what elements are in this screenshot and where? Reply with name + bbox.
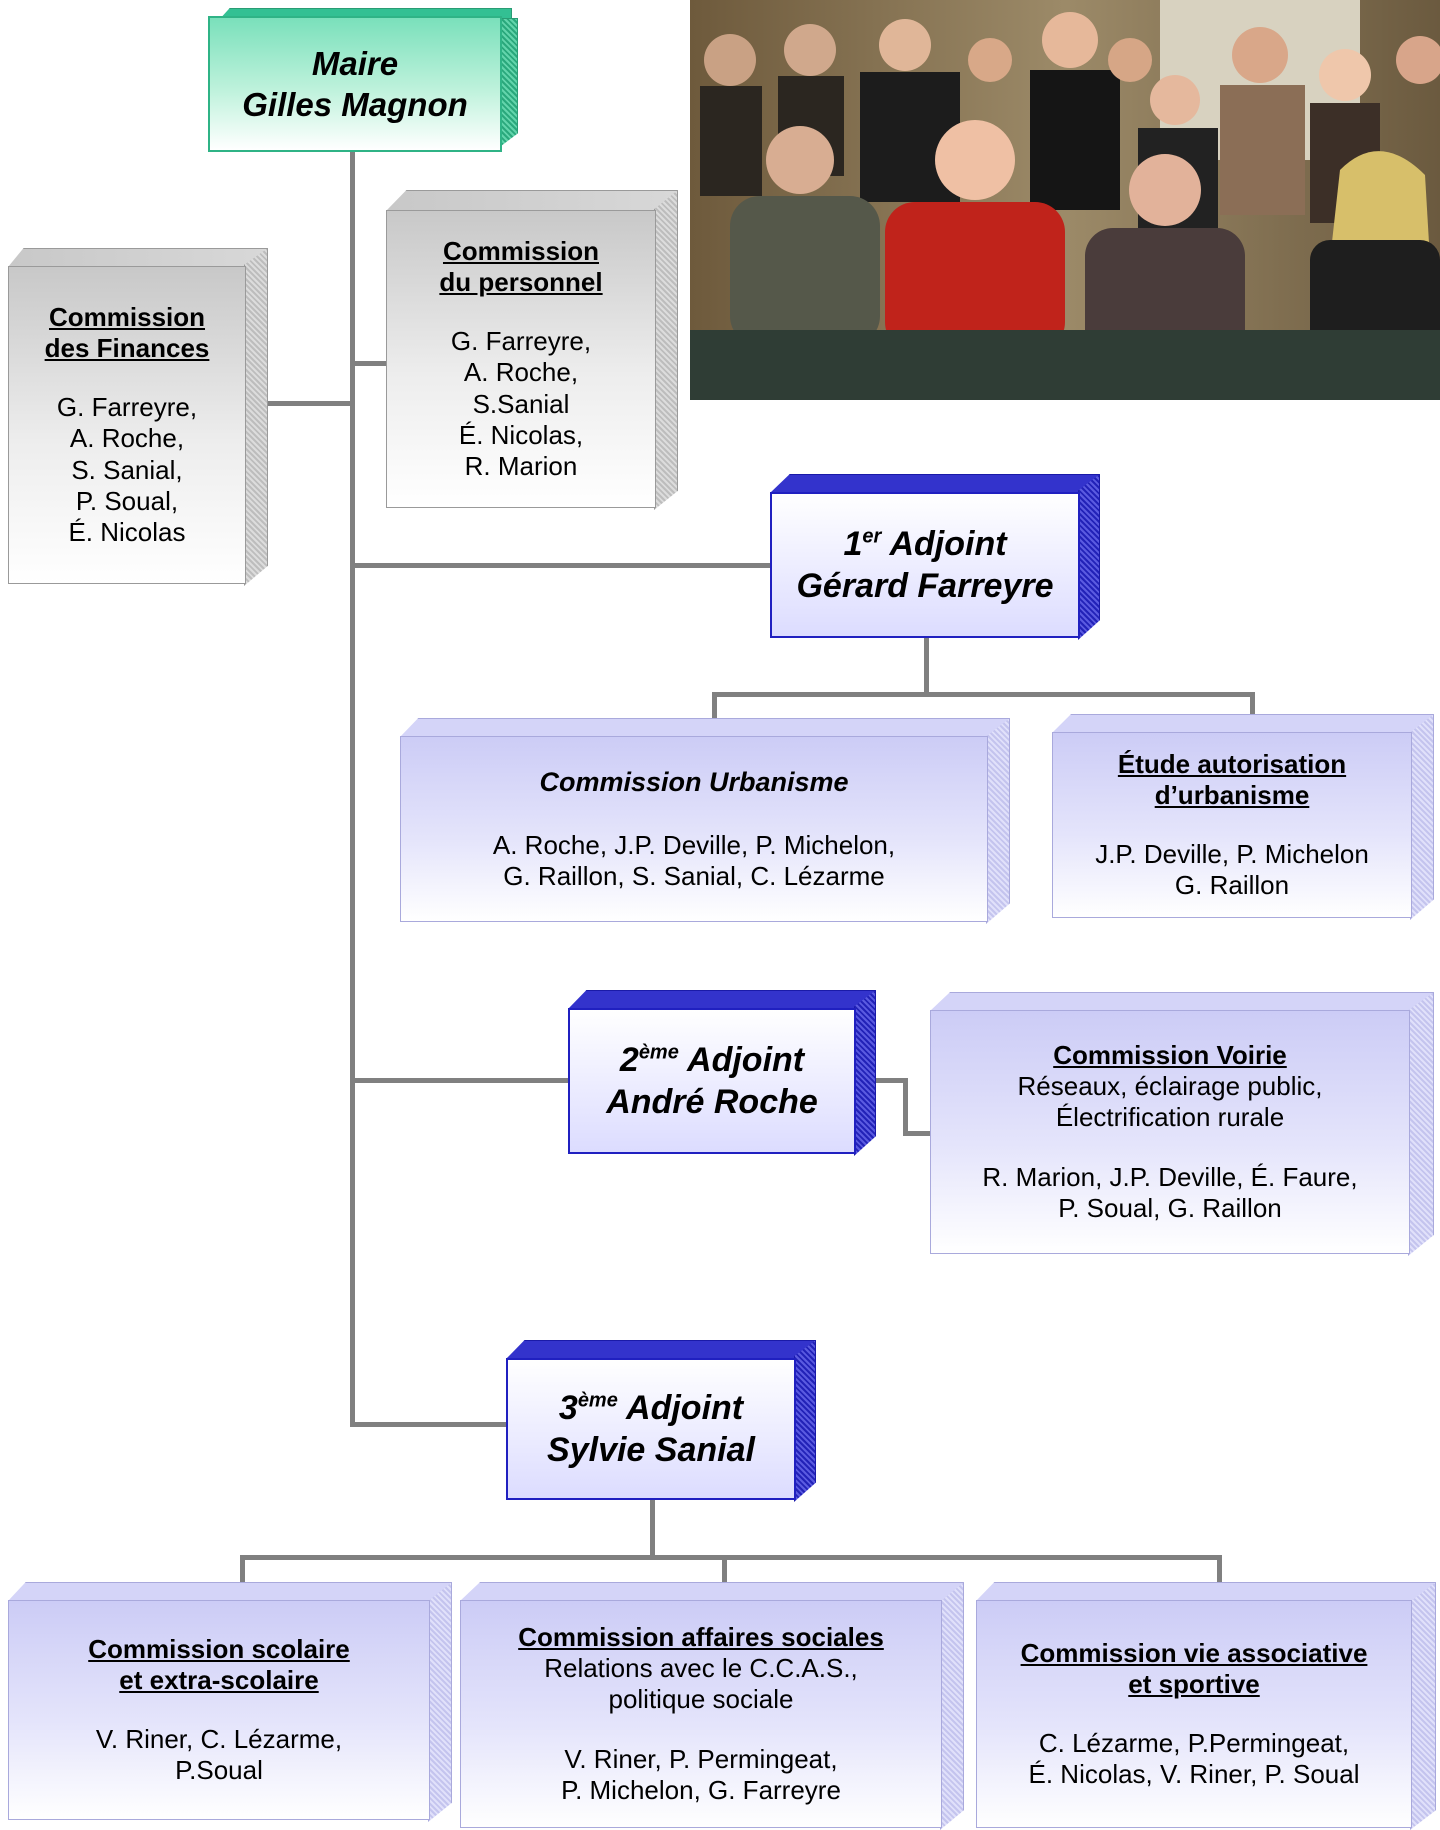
scolaire-title-1: Commission scolaire	[88, 1633, 350, 1664]
connector-urbanisme	[712, 692, 717, 720]
connector-main-vertical	[350, 145, 355, 1427]
sociales-members-1: V. Riner, P. Permingeat,	[564, 1743, 838, 1774]
connector-associative	[1217, 1555, 1222, 1585]
finances-title-2: des Finances	[44, 333, 210, 364]
sociales-subtitle-2: politique sociale	[608, 1684, 794, 1715]
associative-title-1: Commission vie associative	[1020, 1637, 1368, 1668]
personnel-title-2: du personnel	[439, 267, 603, 298]
scolaire-members-1: V. Riner, C. Lézarme,	[95, 1724, 343, 1754]
voirie-subtitle-2: Électrification rurale	[1055, 1102, 1285, 1133]
adjoint2-title: 2ème Adjoint	[620, 1039, 804, 1082]
adjoint1-ordinal: er	[862, 525, 882, 548]
urbanisme-members-2: G. Raillon, S. Sanial, C. Lézarme	[503, 861, 885, 892]
connector-finances	[268, 401, 354, 406]
finances-member-5: É. Nicolas	[68, 516, 186, 547]
scolaire-title-2: et extra-scolaire	[119, 1664, 319, 1695]
maire-box: Maire Gilles Magnon	[208, 8, 518, 152]
etude-title-2: d’urbanisme	[1154, 779, 1310, 810]
adjoint1-number: 1	[843, 524, 863, 563]
commission-finances-box: Commission des Finances G. Farreyre, A. …	[8, 248, 268, 586]
personnel-member-5: R. Marion	[464, 450, 578, 481]
personnel-title-1: Commission	[442, 235, 600, 266]
etude-autorisation-box: Étude autorisation d’urbanisme J.P. Devi…	[1052, 714, 1434, 920]
connector-adjoint1-branch	[712, 692, 1255, 697]
adjoint1-name: Gérard Farreyre	[796, 567, 1054, 605]
connector-voirie-a	[876, 1078, 907, 1083]
group-photo	[690, 0, 1440, 400]
connector-personnel	[350, 361, 387, 366]
connector-adjoint3-down	[650, 1497, 655, 1559]
connector-voirie-b	[903, 1078, 908, 1135]
etude-members-1: J.P. Deville, P. Michelon	[1095, 839, 1369, 869]
connector-adjoint2	[350, 1078, 570, 1083]
commission-voirie-box: Commission Voirie Réseaux, éclairage pub…	[930, 992, 1434, 1256]
adjoint1-box: 1er Adjoint Gérard Farreyre	[770, 474, 1100, 640]
associative-title-2: et sportive	[1128, 1668, 1260, 1699]
adjoint3-title: 3ème Adjoint	[559, 1387, 743, 1430]
sociales-subtitle-1: Relations avec le C.C.A.S.,	[544, 1653, 858, 1684]
commission-personnel-box: Commission du personnel G. Farreyre, A. …	[386, 190, 678, 510]
voirie-title: Commission Voirie	[1053, 1040, 1287, 1071]
adjoint3-ordinal: ème	[577, 1389, 618, 1412]
commission-scolaire-box: Commission scolaire et extra-scolaire V.…	[8, 1582, 452, 1822]
sociales-members-2: P. Michelon, G. Farreyre	[561, 1774, 841, 1805]
connector-adjoint3-branch	[240, 1555, 1222, 1560]
commission-sociales-box: Commission affaires sociales Relations a…	[460, 1582, 964, 1830]
maire-name: Gilles Magnon	[242, 86, 468, 123]
finances-member-3: S. Sanial,	[71, 454, 183, 485]
commission-urbanisme-box: Commission Urbanisme A. Roche, J.P. Devi…	[400, 718, 1010, 924]
adjoint1-title: 1er Adjoint	[843, 523, 1006, 566]
connector-sociales	[722, 1555, 727, 1585]
associative-members-1: C. Lézarme, P.Permingeat,	[1038, 1728, 1350, 1758]
associative-members-2: É. Nicolas, V. Riner, P. Soual	[1028, 1759, 1360, 1790]
etude-title-1: Étude autorisation	[1117, 748, 1347, 779]
etude-members-2: G. Raillon	[1174, 870, 1290, 901]
urbanisme-members-1: A. Roche, J.P. Deville, P. Michelon,	[492, 830, 896, 860]
adjoint2-number: 2	[619, 1040, 639, 1079]
personnel-member-3: S.Sanial	[472, 388, 570, 419]
group-photo-icon	[690, 0, 1440, 400]
scolaire-members-2: P.Soual	[175, 1755, 263, 1786]
adjoint2-box: 2ème Adjoint André Roche	[568, 990, 876, 1156]
finances-title-1: Commission	[48, 301, 206, 332]
adjoint2-ordinal: ème	[638, 1041, 679, 1064]
finances-member-1: G. Farreyre,	[56, 392, 198, 423]
adjoint3-name: Sylvie Sanial	[547, 1431, 755, 1469]
connector-scolaire	[240, 1555, 245, 1585]
adjoint2-word: Adjoint	[687, 1040, 805, 1079]
connector-adjoint3	[350, 1422, 508, 1427]
urbanisme-title: Commission Urbanisme	[539, 766, 849, 797]
finances-member-2: A. Roche,	[69, 423, 185, 454]
adjoint2-name: André Roche	[606, 1083, 818, 1121]
connector-adjoint1-down	[924, 636, 929, 696]
voirie-members-2: P. Soual, G. Raillon	[1058, 1192, 1282, 1223]
commission-associative-box: Commission vie associative et sportive C…	[976, 1582, 1436, 1830]
adjoint3-box: 3ème Adjoint Sylvie Sanial	[506, 1340, 816, 1502]
adjoint3-word: Adjoint	[626, 1388, 744, 1427]
adjoint3-number: 3	[558, 1388, 578, 1427]
maire-title: Maire	[311, 44, 399, 82]
personnel-member-4: É. Nicolas,	[458, 419, 584, 450]
personnel-member-2: A. Roche,	[463, 357, 579, 388]
connector-etude	[1250, 692, 1255, 716]
connector-adjoint1	[350, 563, 772, 568]
connector-voirie-c	[903, 1131, 933, 1136]
personnel-member-1: G. Farreyre,	[450, 326, 592, 357]
sociales-title: Commission affaires sociales	[518, 1622, 884, 1653]
voirie-subtitle-1: Réseaux, éclairage public,	[1017, 1071, 1323, 1102]
voirie-members-1: R. Marion, J.P. Deville, É. Faure,	[982, 1161, 1358, 1192]
finances-member-4: P. Soual,	[75, 485, 179, 516]
adjoint1-word: Adjoint	[889, 524, 1007, 563]
